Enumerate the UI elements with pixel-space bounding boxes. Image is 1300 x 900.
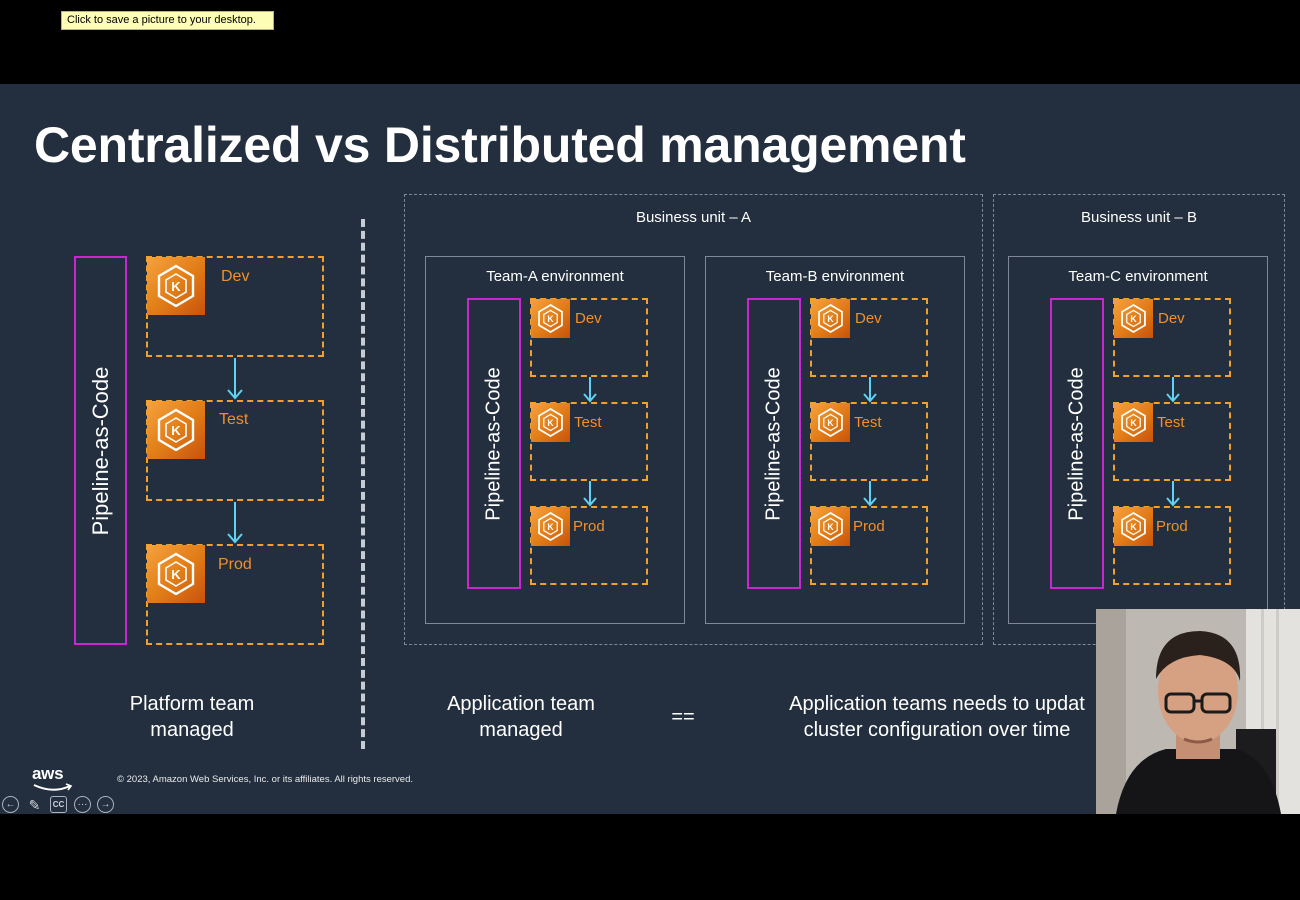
kubernetes-icon: K: [811, 299, 850, 338]
webcam-presenter-video: [1096, 609, 1300, 814]
kubernetes-icon: K: [531, 403, 570, 442]
business-unit-a-box: Business unit – A: [404, 194, 983, 645]
arrow-left-icon: ←: [5, 798, 16, 810]
flow-arrow-down-icon: [863, 377, 877, 403]
captions-button[interactable]: CC: [50, 796, 67, 813]
kubernetes-icon: K: [811, 403, 850, 442]
save-picture-tooltip: Click to save a picture to your desktop.: [61, 11, 274, 30]
env-label: Test: [574, 414, 602, 431]
team-c-environment: Team-C environment Pipeline-as-Code K De…: [1008, 256, 1268, 624]
platform-env-prod: K Prod: [146, 544, 324, 645]
business-unit-label: Business unit – A: [635, 209, 752, 226]
kubernetes-icon: K: [531, 507, 570, 546]
flow-arrow-down-icon: [1166, 377, 1180, 403]
section-divider: [361, 219, 365, 749]
team-label: Team-C environment: [1068, 268, 1208, 285]
team-env-dev: K Dev: [810, 298, 928, 377]
env-label: Dev: [575, 310, 602, 327]
svg-text:K: K: [827, 418, 834, 428]
flow-arrow-down-icon: [227, 358, 243, 400]
presentation-slide: Centralized vs Distributed management Pi…: [0, 84, 1300, 814]
platform-pipeline-box: Pipeline-as-Code: [74, 256, 127, 645]
equals-sign: ==: [671, 706, 695, 728]
aws-smile-icon: [33, 783, 73, 791]
previous-slide-button[interactable]: ←: [2, 796, 19, 813]
svg-text:K: K: [547, 522, 554, 532]
team-pipeline-box: Pipeline-as-Code: [747, 298, 801, 589]
team-label: Team-B environment: [765, 268, 905, 285]
team-env-prod: K Prod: [810, 506, 928, 585]
team-b-environment: Team-B environment Pipeline-as-Code K De…: [705, 256, 965, 624]
team-pipeline-label: Pipeline-as-Code: [762, 366, 785, 521]
kubernetes-icon: K: [147, 545, 205, 603]
platform-env-test: K Test: [146, 400, 324, 501]
env-label: Prod: [573, 518, 605, 535]
aws-wordmark: aws: [32, 764, 64, 783]
flow-arrow-down-icon: [583, 377, 597, 403]
team-a-environment: Team-A environment Pipeline-as-Code K De…: [425, 256, 685, 624]
arrow-right-icon: →: [100, 798, 111, 810]
flow-arrow-down-icon: [227, 502, 243, 544]
kubernetes-icon: K: [1114, 299, 1153, 338]
kubernetes-icon: K: [1114, 403, 1153, 442]
svg-text:K: K: [547, 314, 554, 324]
svg-text:K: K: [827, 314, 834, 324]
team-env-test: K Test: [810, 402, 928, 481]
aws-logo: aws: [32, 764, 74, 794]
svg-text:K: K: [827, 522, 834, 532]
ellipsis-icon: ···: [77, 798, 88, 810]
team-pipeline-label: Pipeline-as-Code: [482, 366, 505, 521]
svg-text:K: K: [171, 423, 181, 438]
team-env-prod: K Prod: [530, 506, 648, 585]
team-env-dev: K Dev: [1113, 298, 1231, 377]
next-slide-button[interactable]: →: [97, 796, 114, 813]
platform-pipeline-label: Pipeline-as-Code: [87, 366, 113, 535]
team-pipeline-box: Pipeline-as-Code: [467, 298, 521, 589]
svg-text:K: K: [547, 418, 554, 428]
needs-caption: Application teams needs to updat cluster…: [789, 693, 1085, 741]
slide-title: Centralized vs Distributed management: [34, 117, 966, 173]
kubernetes-icon: K: [147, 257, 205, 315]
team-label: Team-A environment: [486, 268, 624, 285]
cc-icon: CC: [52, 799, 65, 809]
env-label: Prod: [1156, 518, 1188, 535]
env-label: Test: [854, 414, 882, 431]
svg-text:K: K: [1130, 522, 1137, 532]
more-options-button[interactable]: ···: [74, 796, 91, 813]
team-env-test: K Test: [1113, 402, 1231, 481]
env-label: Prod: [218, 556, 252, 573]
pencil-icon: ✎: [28, 796, 41, 813]
team-env-prod: K Prod: [1113, 506, 1231, 585]
env-label: Test: [1157, 414, 1185, 431]
kubernetes-icon: K: [531, 299, 570, 338]
env-label: Dev: [221, 268, 250, 285]
svg-text:K: K: [1130, 418, 1137, 428]
platform-env-dev: K Dev: [146, 256, 324, 357]
business-unit-label: Business unit – B: [1081, 209, 1197, 226]
kubernetes-icon: K: [147, 401, 205, 459]
svg-text:K: K: [171, 279, 181, 294]
presenter-figure: [1096, 609, 1300, 814]
platform-team-caption: Platform team managed: [129, 693, 255, 741]
team-env-test: K Test: [530, 402, 648, 481]
flow-arrow-down-icon: [863, 481, 877, 507]
svg-text:K: K: [1130, 314, 1137, 324]
team-pipeline-label: Pipeline-as-Code: [1065, 366, 1088, 521]
env-label: Dev: [1158, 310, 1185, 327]
env-label: Dev: [855, 310, 882, 327]
kubernetes-icon: K: [1114, 507, 1153, 546]
svg-text:K: K: [171, 567, 181, 582]
flow-arrow-down-icon: [583, 481, 597, 507]
kubernetes-icon: K: [811, 507, 850, 546]
env-label: Test: [219, 411, 249, 428]
application-team-caption: Application team managed: [447, 693, 595, 741]
flow-arrow-down-icon: [1166, 481, 1180, 507]
team-env-dev: K Dev: [530, 298, 648, 377]
team-pipeline-box: Pipeline-as-Code: [1050, 298, 1104, 589]
pen-tool-button[interactable]: ✎: [26, 796, 43, 813]
env-label: Prod: [853, 518, 885, 535]
copyright-text: © 2023, Amazon Web Services, Inc. or its…: [117, 774, 414, 785]
